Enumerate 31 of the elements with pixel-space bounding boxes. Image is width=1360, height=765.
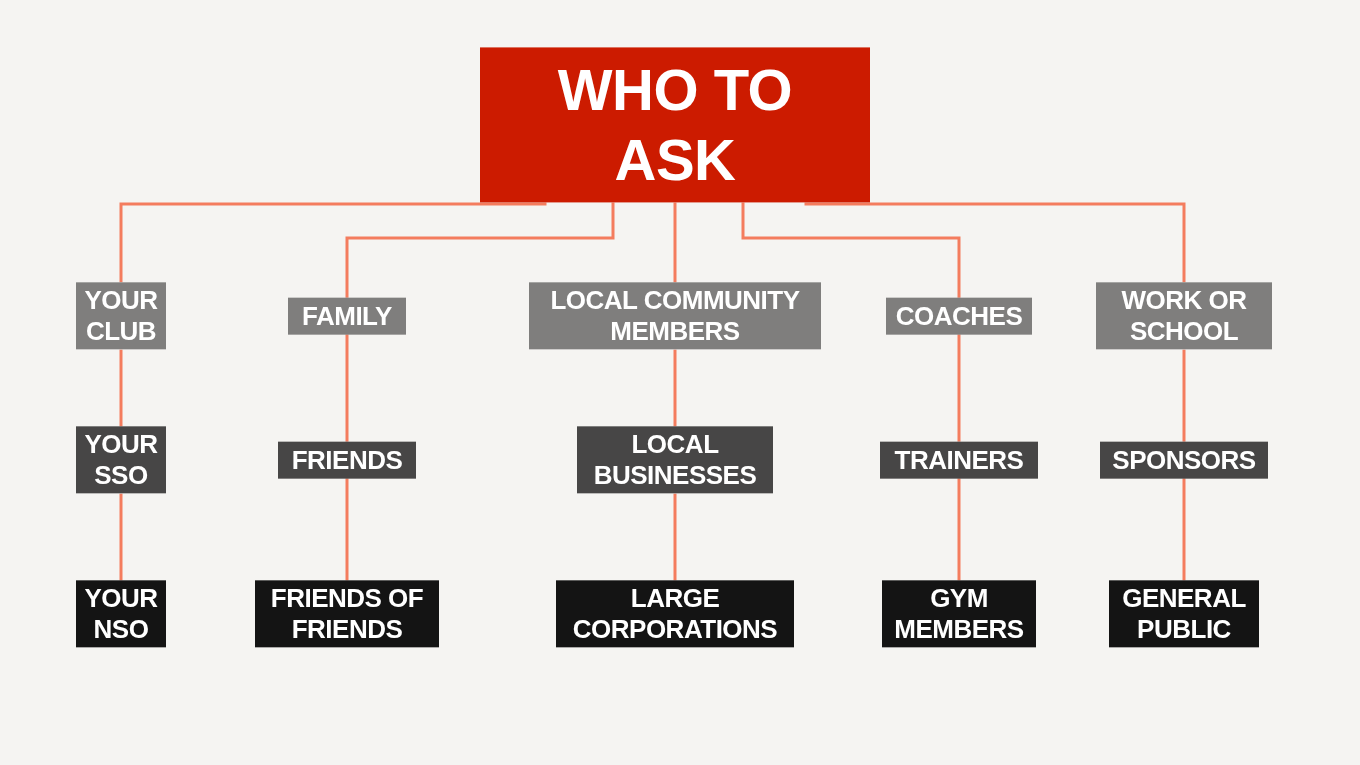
contact-box: LOCAL BUSINESSES (577, 426, 773, 494)
connector-line (119, 201, 547, 283)
contact-box: FRIENDS OF FRIENDS (255, 580, 439, 648)
connector-line (119, 493, 123, 581)
contact-box: TRAINERS (880, 441, 1038, 479)
connector-line (1182, 478, 1186, 581)
category-box: COACHES (886, 297, 1032, 335)
category-box: LOCAL COMMUNITY MEMBERS (529, 282, 821, 350)
connector-line (673, 493, 677, 581)
connector-line (957, 478, 961, 581)
contact-box: YOUR SSO (76, 426, 166, 494)
category-box: FAMILY (288, 297, 406, 335)
contact-box: LARGE CORPORATIONS (556, 580, 794, 648)
connector-line (119, 349, 123, 427)
title-box: WHO TO ASK (480, 47, 870, 203)
connector-line (345, 334, 349, 442)
category-box: YOUR CLUB (76, 282, 166, 350)
connector-line (673, 202, 677, 283)
connector-line (673, 349, 677, 427)
connector-line (1182, 349, 1186, 442)
connector-line (804, 201, 1186, 283)
contact-box: YOUR NSO (76, 580, 166, 648)
connector-line (741, 202, 961, 298)
contact-box: FRIENDS (278, 441, 416, 479)
connector-line (345, 202, 615, 298)
connector-line (345, 478, 349, 581)
contact-box: GENERAL PUBLIC (1109, 580, 1259, 648)
contact-box: GYM MEMBERS (882, 580, 1036, 648)
contact-box: SPONSORS (1100, 441, 1268, 479)
connector-line (957, 334, 961, 442)
category-box: WORK OR SCHOOL (1096, 282, 1272, 350)
